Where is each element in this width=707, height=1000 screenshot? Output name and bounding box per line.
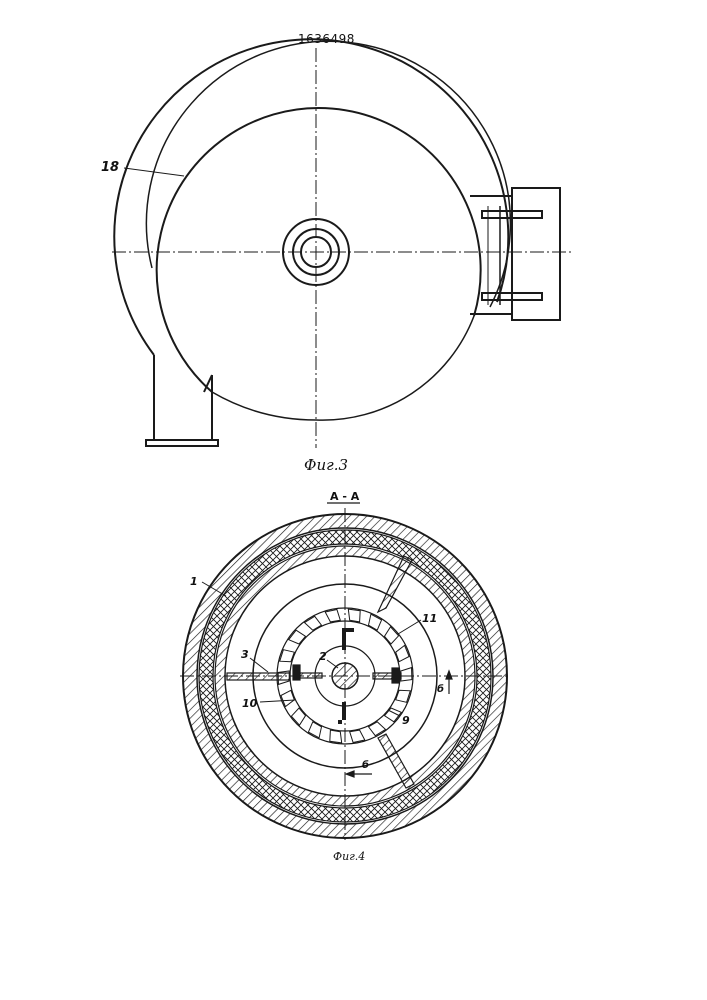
fig4-callout-3: 3 — [241, 648, 249, 661]
fig4-callout-2: 2 — [319, 650, 327, 663]
fig3-caption: Фиг.3 — [304, 456, 348, 474]
fig4-callout-10: 10 — [242, 697, 257, 710]
fig3-outlet-flange — [146, 440, 218, 446]
fig4-section-mark-bottom: б — [362, 760, 369, 771]
fig4-paddle-left — [293, 665, 300, 680]
fig4-caption: Фиг.4 — [333, 850, 365, 863]
fig4-callout-9: 9 — [402, 714, 410, 727]
fig3-centerlines — [112, 48, 572, 448]
fig4-tooth — [348, 609, 360, 622]
fig3-bracket-arm — [470, 196, 512, 314]
fig3-chamber — [157, 108, 481, 392]
fig4-section-mark-right: б — [437, 684, 444, 695]
fig3-inner-shell — [146, 41, 510, 307]
fig4-callout-11: 11 — [422, 612, 437, 625]
fig4-callout-1: 1 — [190, 575, 198, 588]
fig3-outlet-inner-arc — [212, 316, 474, 420]
fig3-housing — [114, 39, 560, 446]
fig4-tooth — [330, 730, 342, 743]
fig4-section-label: А - А — [330, 490, 359, 503]
fig3-callout-18: 18 — [101, 160, 119, 175]
